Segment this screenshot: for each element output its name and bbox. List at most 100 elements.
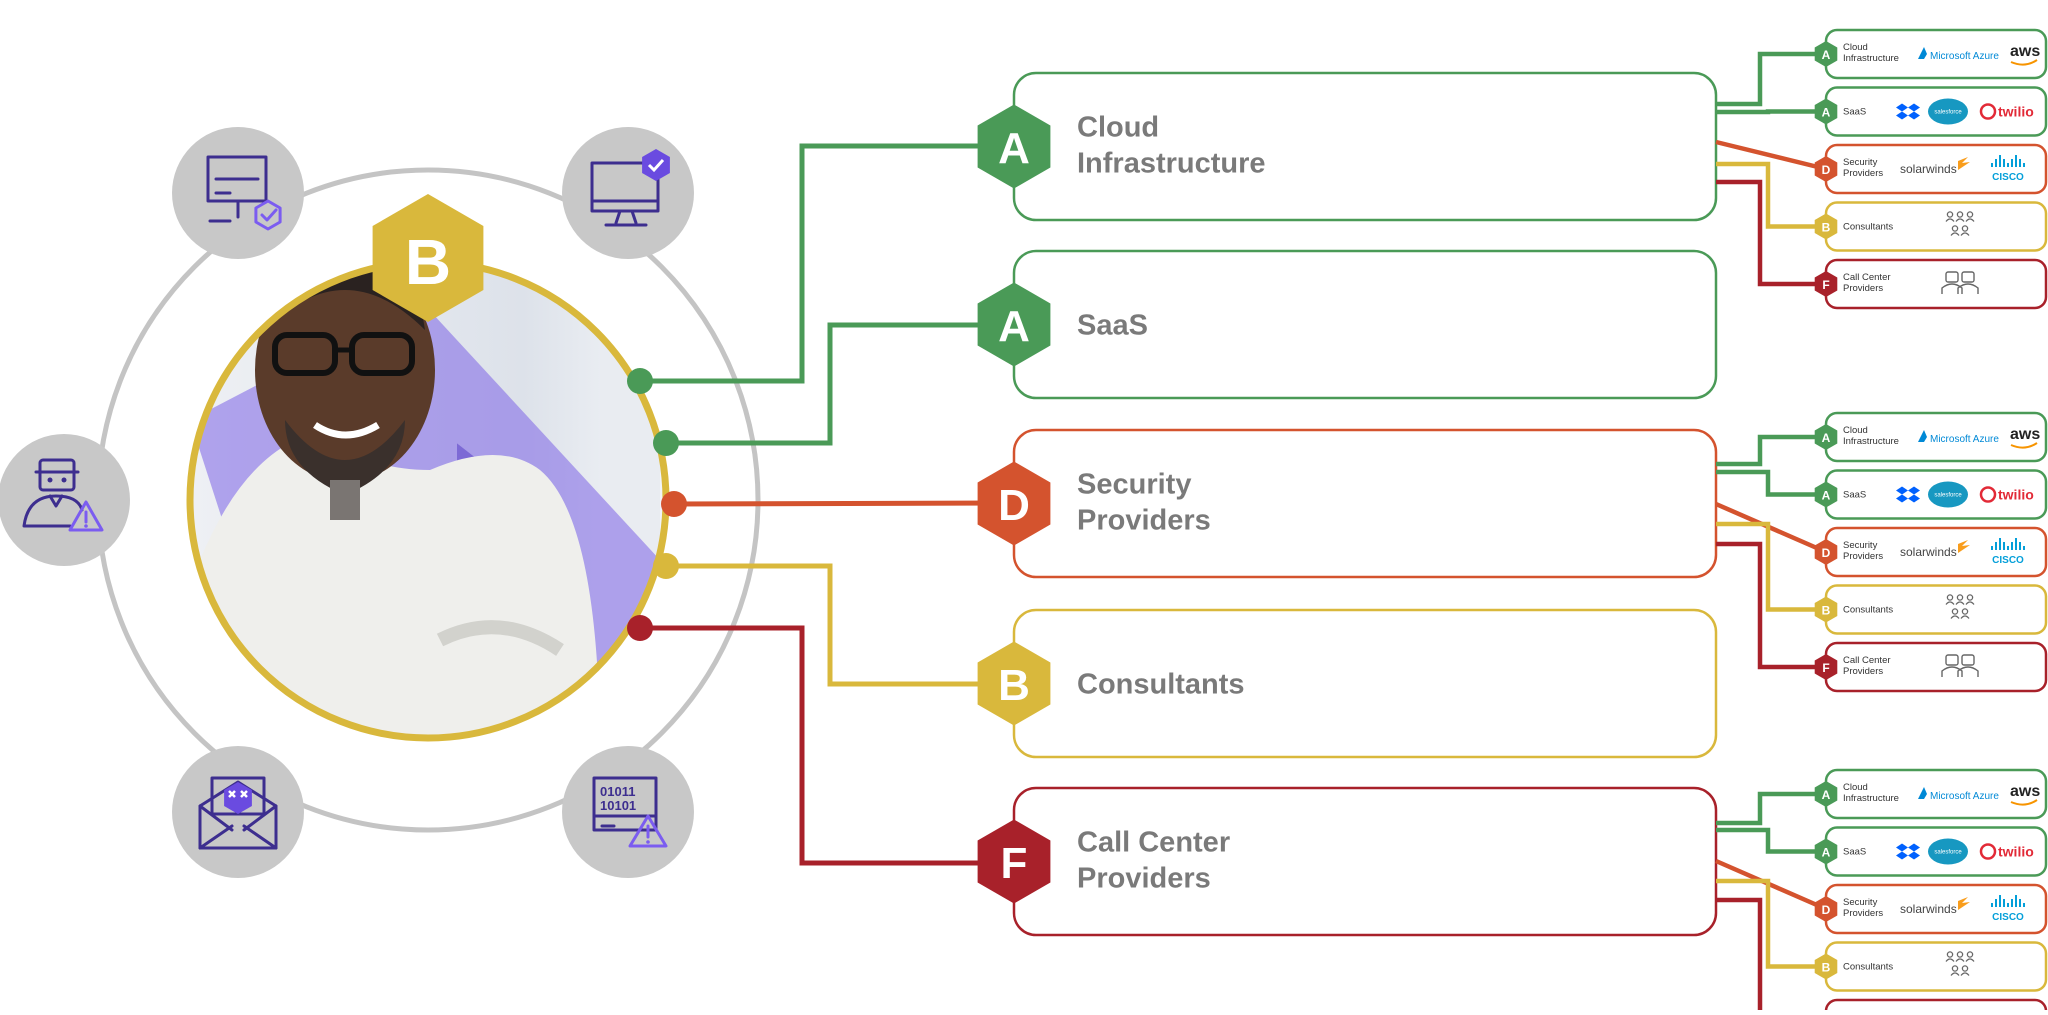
mini-connector — [1715, 858, 1827, 912]
mini-row-label: Providers — [1843, 908, 1883, 919]
category-title-line: Infrastructure — [1077, 148, 1266, 180]
people-group-icon — [1945, 951, 1975, 976]
category-card-3[interactable]: B Consultants — [977, 608, 1718, 759]
mini-row-label: SaaS — [1843, 107, 1866, 118]
mini-connector — [1716, 827, 1826, 854]
solarwinds-logo-text: solarwinds — [1900, 545, 1957, 559]
solarwinds-logo-text: solarwinds — [1900, 902, 1957, 916]
mini-row-label: SaaS — [1843, 490, 1866, 501]
mini-connector — [1716, 791, 1826, 826]
mini-grade-hexagon — [1814, 896, 1838, 922]
mini-grade-letter: F — [1822, 661, 1829, 675]
mini-grade-letter: A — [1822, 48, 1831, 62]
people-group-icon — [1945, 594, 1975, 619]
category-title-line: Security — [1077, 469, 1191, 501]
user-warning-icon — [0, 434, 130, 566]
mini-connector — [1716, 521, 1826, 612]
mini-row-label: SaaS — [1843, 847, 1866, 858]
category-title-line: Cloud — [1077, 112, 1159, 144]
category-grade-letter: B — [998, 661, 1030, 710]
aws-logo-text: aws — [2010, 426, 2040, 443]
salesforce-logo-icon — [1928, 98, 1968, 125]
mini-grade-letter: D — [1822, 163, 1831, 177]
mini-row-label: Cloud — [1843, 42, 1868, 53]
solarwinds-flame-icon — [1958, 157, 1970, 170]
category-title-line: Providers — [1077, 863, 1211, 895]
connector-dot-0 — [627, 368, 653, 394]
mini-connector — [1716, 469, 1826, 497]
category-grade-letter: D — [998, 481, 1030, 530]
salesforce-logo-text: salesforce — [1934, 850, 1962, 856]
svg-text:01011: 01011 — [600, 784, 635, 799]
svg-text:10101: 10101 — [600, 798, 636, 813]
mini-connector — [1715, 501, 1827, 555]
mini-row-1-3[interactable]: B Consultants — [1814, 584, 2048, 635]
mini-grade-hexagon — [1814, 539, 1838, 565]
aws-smile-icon — [2010, 442, 2038, 449]
category-title-line: Call Center — [1077, 827, 1230, 859]
twilio-logo-icon — [1979, 843, 1997, 860]
connector-dot-4 — [627, 615, 653, 641]
mini-connector — [1716, 878, 1826, 969]
center-grade-letter: B — [405, 226, 451, 298]
dropbox-logo-icon — [1896, 103, 1920, 120]
connector-line-2 — [673, 500, 1001, 507]
azure-logo-icon — [1918, 787, 1927, 799]
solarwinds-flame-icon — [1958, 540, 1970, 553]
call-center-agents-icon — [1941, 271, 1979, 294]
category-grade-letter: A — [998, 124, 1030, 173]
mini-grade-letter: F — [1822, 278, 1829, 292]
connector-line-3 — [666, 563, 1000, 687]
mini-row-label: Consultants — [1843, 605, 1893, 616]
connector-dot-2 — [661, 491, 687, 517]
category-title-line: Consultants — [1077, 669, 1245, 701]
azure-logo-icon — [1918, 430, 1927, 442]
mini-grade-letter: B — [1822, 604, 1831, 618]
mini-grade-hexagon — [1814, 596, 1838, 623]
mini-grade-letter: D — [1822, 546, 1831, 560]
mini-grade-hexagon — [1814, 271, 1838, 297]
salesforce-logo-text: salesforce — [1934, 493, 1962, 499]
mini-connector — [1716, 434, 1826, 467]
mini-grade-hexagon — [1814, 781, 1838, 807]
profile-photo — [186, 258, 670, 742]
mini-grade-letter: A — [1822, 788, 1831, 802]
mini-grade-hexagon — [1814, 654, 1838, 680]
cisco-logo-text: CISCO — [1992, 172, 2024, 183]
center-grade-badge: B — [372, 194, 484, 322]
mini-grade-hexagon — [1814, 953, 1838, 980]
mini-connector — [1716, 179, 1826, 287]
mini-row-label: Security — [1843, 540, 1878, 551]
mini-grade-letter: A — [1822, 846, 1831, 860]
mini-row-label: Providers — [1843, 551, 1883, 562]
mini-row-label: Call Center — [1843, 655, 1891, 666]
mini-grade-hexagon — [1814, 213, 1838, 240]
mini-grade-letter: A — [1822, 106, 1831, 120]
connector-dot-1 — [653, 430, 679, 456]
solarwinds-logo-text: solarwinds — [1900, 162, 1957, 176]
call-center-agents-icon — [1941, 654, 1979, 677]
mini-row-label: Security — [1843, 897, 1878, 908]
mini-row-label: Providers — [1843, 168, 1883, 179]
